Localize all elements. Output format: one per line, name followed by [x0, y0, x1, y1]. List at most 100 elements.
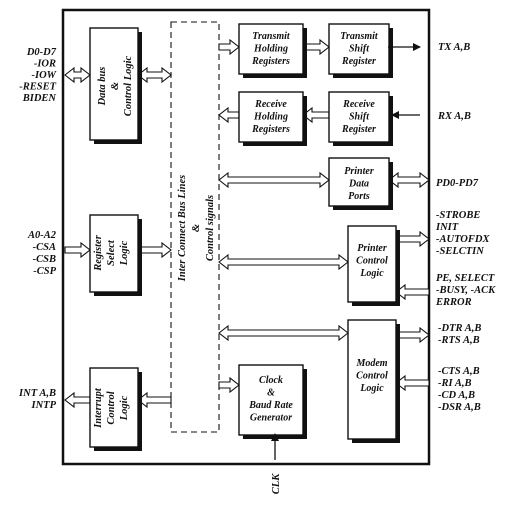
modem-input-signals: -CTS A,B-RI A,B-CD A,B-DSR A,B — [438, 366, 481, 413]
label-line: INIT — [435, 222, 459, 233]
label-line: D0-D7 — [26, 47, 57, 58]
label-line: Select — [106, 239, 117, 266]
label-line: -CSA — [33, 242, 56, 253]
label-line: -DSR A,B — [438, 402, 481, 413]
label-line: Logic — [359, 383, 384, 394]
bus-to-interrupt-link — [137, 391, 172, 409]
bus-printer-control-link — [218, 253, 349, 271]
label-line: -RESET — [19, 82, 56, 93]
modem-in — [395, 374, 430, 392]
label-line: Control — [356, 256, 388, 267]
label-line: Control signals — [205, 195, 216, 261]
label-line: Transmit — [252, 31, 291, 42]
label-line: Baud Rate — [248, 400, 293, 411]
label-line: Control Logic — [123, 55, 134, 116]
label-line: -STROBE — [436, 210, 480, 221]
rx-signal: RX A,B — [437, 111, 471, 122]
label-line: Generator — [250, 413, 292, 424]
printer-data-signal: PD0-PD7 — [436, 178, 479, 189]
label-line: Printer — [357, 243, 387, 254]
clk-signal: CLK — [271, 473, 282, 494]
label-line: BIDEN — [22, 93, 57, 104]
tx-signal: TX A,B — [438, 42, 470, 53]
label-line: Ports — [348, 191, 370, 202]
bus-modem-link — [218, 324, 349, 342]
bus-printer-data-link — [218, 171, 330, 189]
label-line: Logic — [119, 395, 130, 421]
modem-output-signals: -DTR A,B-RTS A,B — [438, 323, 481, 346]
label-line: Registers — [251, 124, 290, 135]
label-line: Receive — [254, 99, 287, 110]
label-line: -CTS A,B — [438, 366, 480, 377]
label-line: Control — [356, 371, 388, 382]
label-line: -RTS A,B — [438, 335, 480, 346]
label-line: Modem — [355, 358, 387, 369]
label-line: -CSB — [33, 254, 56, 265]
host-bus-link — [64, 66, 91, 84]
label-line: ERROR — [435, 297, 472, 308]
label-line: -CSP — [33, 266, 56, 277]
label-line: & — [110, 81, 121, 90]
label-line: -CD A,B — [438, 390, 475, 401]
interrupt-control-block — [89, 367, 139, 448]
label-line: Clock — [259, 375, 283, 386]
modem-control-block — [347, 319, 397, 440]
label-line: Receive — [342, 99, 375, 110]
printer-control-block — [347, 225, 397, 303]
label-line: Holding — [253, 112, 288, 123]
label-line: Control — [106, 391, 117, 424]
receive-holding-block — [238, 91, 304, 143]
printer-control-out — [395, 230, 430, 248]
interrupt-out — [64, 391, 91, 409]
label-line: Interrupt — [93, 387, 104, 429]
receive-shift-block — [328, 91, 390, 143]
label-line: Register — [341, 56, 376, 67]
bus-clock-link — [218, 376, 240, 394]
label-line: Shift — [349, 44, 370, 55]
label-line: Holding — [253, 44, 288, 55]
printer-data-block — [328, 157, 390, 207]
label-line: Shift — [349, 112, 370, 123]
bus-label: Inter Connect Bus Lines&Control signals — [177, 175, 216, 282]
printer-data-port-link — [388, 171, 430, 189]
label-line: INT A,B — [18, 388, 56, 399]
label-line: Register — [341, 124, 376, 135]
label-line: Register — [93, 234, 104, 271]
label-line: Inter Connect Bus Lines — [177, 175, 188, 282]
label-line: Printer — [344, 166, 374, 177]
chip-outline — [61, 8, 431, 466]
label-line: A0-A2 — [27, 230, 57, 241]
printer-status-in — [395, 283, 430, 301]
rsr-to-rhr-link — [302, 106, 330, 124]
label-line: -BUSY, -ACK — [436, 285, 496, 296]
databus-to-bus-link — [137, 66, 172, 84]
blocks — [89, 23, 400, 451]
address-select-in — [64, 241, 91, 259]
label-line: Data — [348, 179, 369, 190]
label-line: -AUTOFDX — [436, 234, 490, 245]
databus-label: Data bus&Control Logic — [97, 55, 134, 116]
label-line: -RI A,B — [438, 378, 471, 389]
label-line: INTP — [31, 400, 57, 411]
transmit-shift-block — [328, 23, 390, 75]
label-line: -SELCTIN — [436, 246, 484, 257]
transmit-holding-block — [238, 23, 304, 75]
label-line: PE, SELECT — [436, 273, 495, 284]
modem-out — [395, 326, 430, 344]
address-select-signals: A0-A2-CSA-CSB-CSP — [27, 230, 57, 277]
label-line: Transmit — [340, 31, 379, 42]
hollow-arrows — [64, 38, 430, 409]
register-select-block — [89, 214, 139, 293]
